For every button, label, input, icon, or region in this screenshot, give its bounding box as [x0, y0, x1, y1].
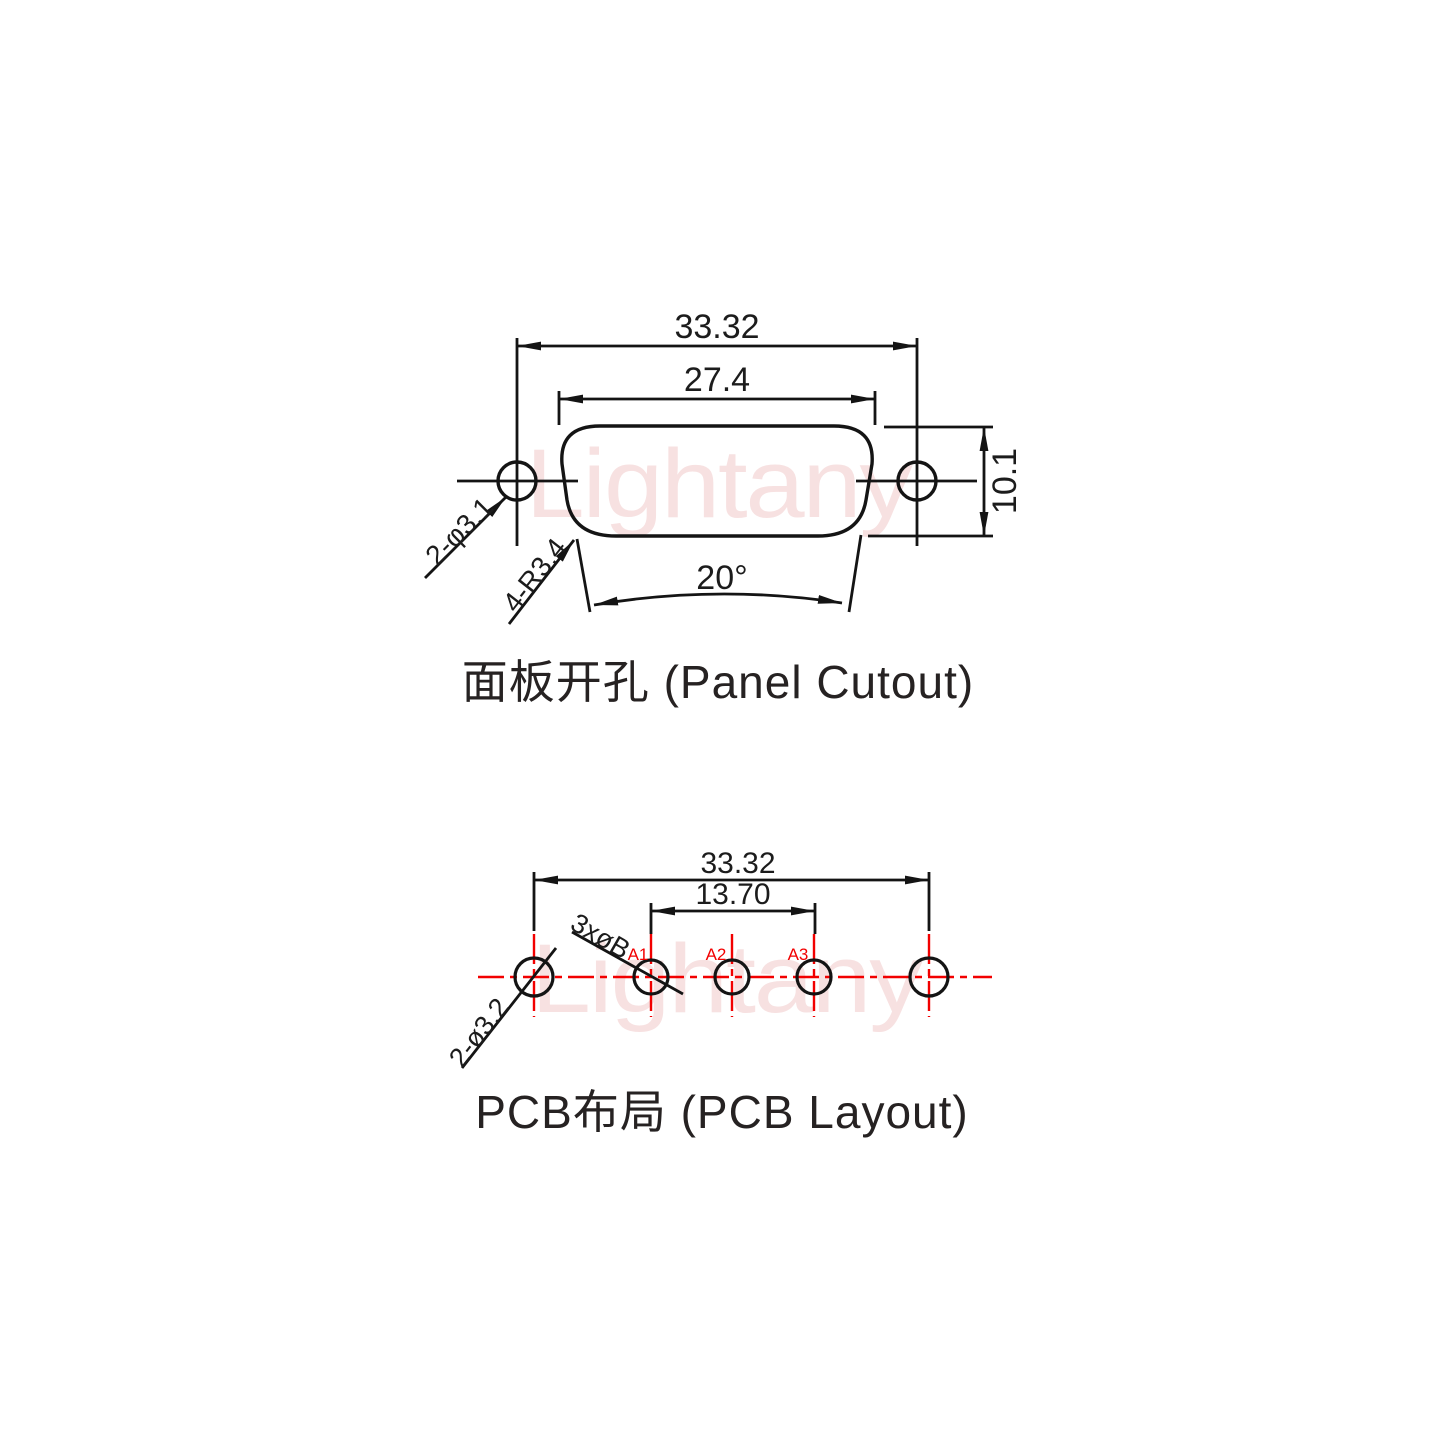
pcb-dim-signal-span: 13.70: [695, 878, 770, 911]
watermark-layer: Lightany Lightany: [526, 429, 926, 1033]
panel-cutout-shape: [560, 424, 874, 538]
pad-label-a1: A1: [628, 945, 649, 964]
leader-corner-radius: [507, 539, 576, 625]
panel-label-corner-radius: 4-R3.4: [496, 532, 572, 617]
panel-dim-side-angle: 20°: [696, 559, 747, 597]
pcb-signal-hole-a2: [713, 958, 751, 996]
panel-dim-overall-width: 33.32: [674, 308, 759, 346]
pcb-mount-hole-right: [908, 956, 950, 998]
watermark-text-bottom: Lightany: [531, 924, 924, 1033]
leader-signal-holes: [571, 930, 684, 996]
pad-label-a3: A3: [788, 945, 809, 964]
panel-dim-cutout-height: 10.1: [986, 448, 1024, 514]
pcb-label-mount-holes: 2-ø3.2: [443, 992, 515, 1072]
pcb-signal-hole-a1: [632, 958, 670, 996]
leader-pcb-mount-holes: [460, 947, 558, 1069]
panel-label-mount-holes: 2-φ3.1: [419, 491, 499, 571]
angle-extension-left: [575, 538, 592, 613]
panel-dim-cutout-width: 27.4: [684, 361, 750, 399]
angle-extension-right: [847, 534, 863, 613]
panel-cutout-title: 面板开孔 (Panel Cutout): [462, 656, 974, 708]
pad-label-a2: A2: [706, 945, 727, 964]
angle-arc: [593, 592, 843, 607]
pcb-dim-overall-width: 33.32: [700, 847, 775, 880]
pcb-signal-hole-a3: [795, 958, 833, 996]
leader-mount-holes: [424, 496, 507, 579]
pcb-mount-hole-left: [513, 956, 555, 998]
watermark-text-top: Lightany: [526, 429, 914, 538]
pcb-layout-title: PCB布局 (PCB Layout): [475, 1086, 968, 1138]
